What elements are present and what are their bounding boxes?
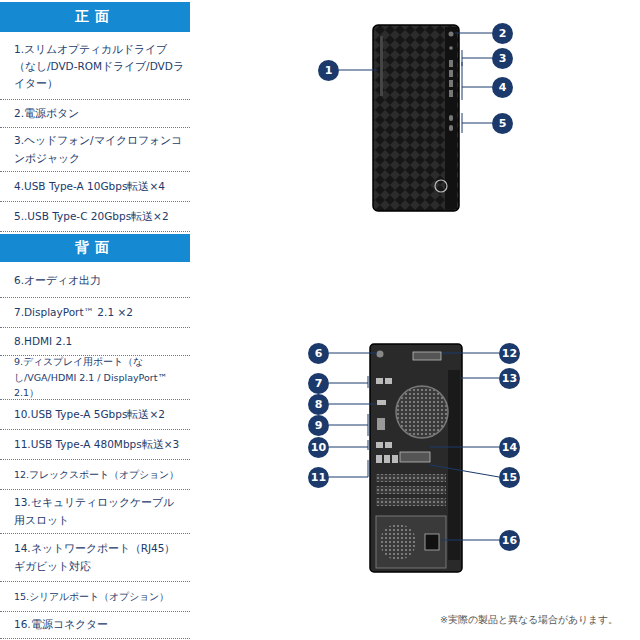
port-description: 4.USB Type-A 10Gbps転送×4 <box>0 172 190 202</box>
leader-lines <box>339 33 492 133</box>
callout-number: 11 <box>308 467 329 488</box>
port-description: 14.ネットワークポート（RJ45）ギガビット対応 <box>0 534 190 582</box>
callout-number: 5 <box>499 117 507 130</box>
callout-number: 2 <box>499 27 507 40</box>
port-description: 16.電源コネクター <box>0 612 190 639</box>
callout-number: 1 <box>318 60 339 81</box>
callout-number: 9 <box>308 415 329 436</box>
callout-number: 11 <box>311 471 326 484</box>
footnote: ※実際の製品と異なる場合があります。 <box>440 614 618 627</box>
front-tower <box>373 25 459 211</box>
port-description: 1.スリムオプティカルドライブ（なし/DVD-ROMドライブ/DVDライター） <box>0 34 190 100</box>
callout-number: 14 <box>499 437 520 458</box>
callout-number: 1 <box>325 64 333 77</box>
header-band: 正面 <box>0 2 190 32</box>
callout-number: 13 <box>499 368 520 389</box>
callout-number: 6 <box>308 343 329 364</box>
callout-number: 7 <box>308 373 329 394</box>
section-heading: 正面 <box>75 8 115 26</box>
callout-number: 12 <box>499 343 520 364</box>
callout-number: 9 <box>315 419 323 432</box>
callout-number: 8 <box>308 394 329 415</box>
callout-number: 3 <box>492 48 513 69</box>
callout-number: 12 <box>502 347 517 360</box>
callout-number: 3 <box>499 52 507 65</box>
header-band: 背面 <box>0 234 190 262</box>
callout-number: 15 <box>499 467 520 488</box>
callout-number: 8 <box>315 398 323 411</box>
port-description: 2.電源ボタン <box>0 100 190 128</box>
back-tower <box>370 344 462 572</box>
callout-number: 16 <box>502 534 517 547</box>
port-description: 9.ディスプレイ用ポート（なし/VGA/HDMI 2.1 / DisplayPo… <box>0 356 190 400</box>
port-description: 3.ヘッドフォン/マイクロフォンコンボジャック <box>0 128 190 172</box>
callout-number: 5 <box>492 113 513 134</box>
port-description: 7.DisplayPort™ 2.1 ×2 <box>0 298 190 328</box>
port-description: 6.オーディオ出力 <box>0 264 190 298</box>
callout-number: 2 <box>492 23 513 44</box>
callout-number: 10 <box>308 437 329 458</box>
callout-number: 16 <box>499 530 520 551</box>
callout-number: 4 <box>492 77 513 98</box>
callout-number: 6 <box>315 347 323 360</box>
port-description: 5..USB Type-C 20Gbps転送×2 <box>0 202 190 232</box>
port-description: 11.USB Type-A 480Mbps転送×3 <box>0 430 190 460</box>
section-heading: 背面 <box>75 239 115 257</box>
leader-lines <box>329 353 499 540</box>
callout-number: 14 <box>502 441 517 454</box>
port-description: 15.シリアルポート（オプション） <box>0 582 190 612</box>
port-description: 13.セキュリティロックケーブル用スロット <box>0 490 190 534</box>
callout-number: 7 <box>315 377 323 390</box>
callout-number: 10 <box>311 441 326 454</box>
port-description: 12.フレックスポート（オプション） <box>0 460 190 490</box>
port-description: 8.HDMI 2.1 <box>0 328 190 356</box>
port-description: 10.USB Type-A 5Gbps転送×2 <box>0 400 190 430</box>
callout-number: 15 <box>502 471 517 484</box>
callout-number: 13 <box>502 372 517 385</box>
callout-number: 4 <box>499 81 507 94</box>
